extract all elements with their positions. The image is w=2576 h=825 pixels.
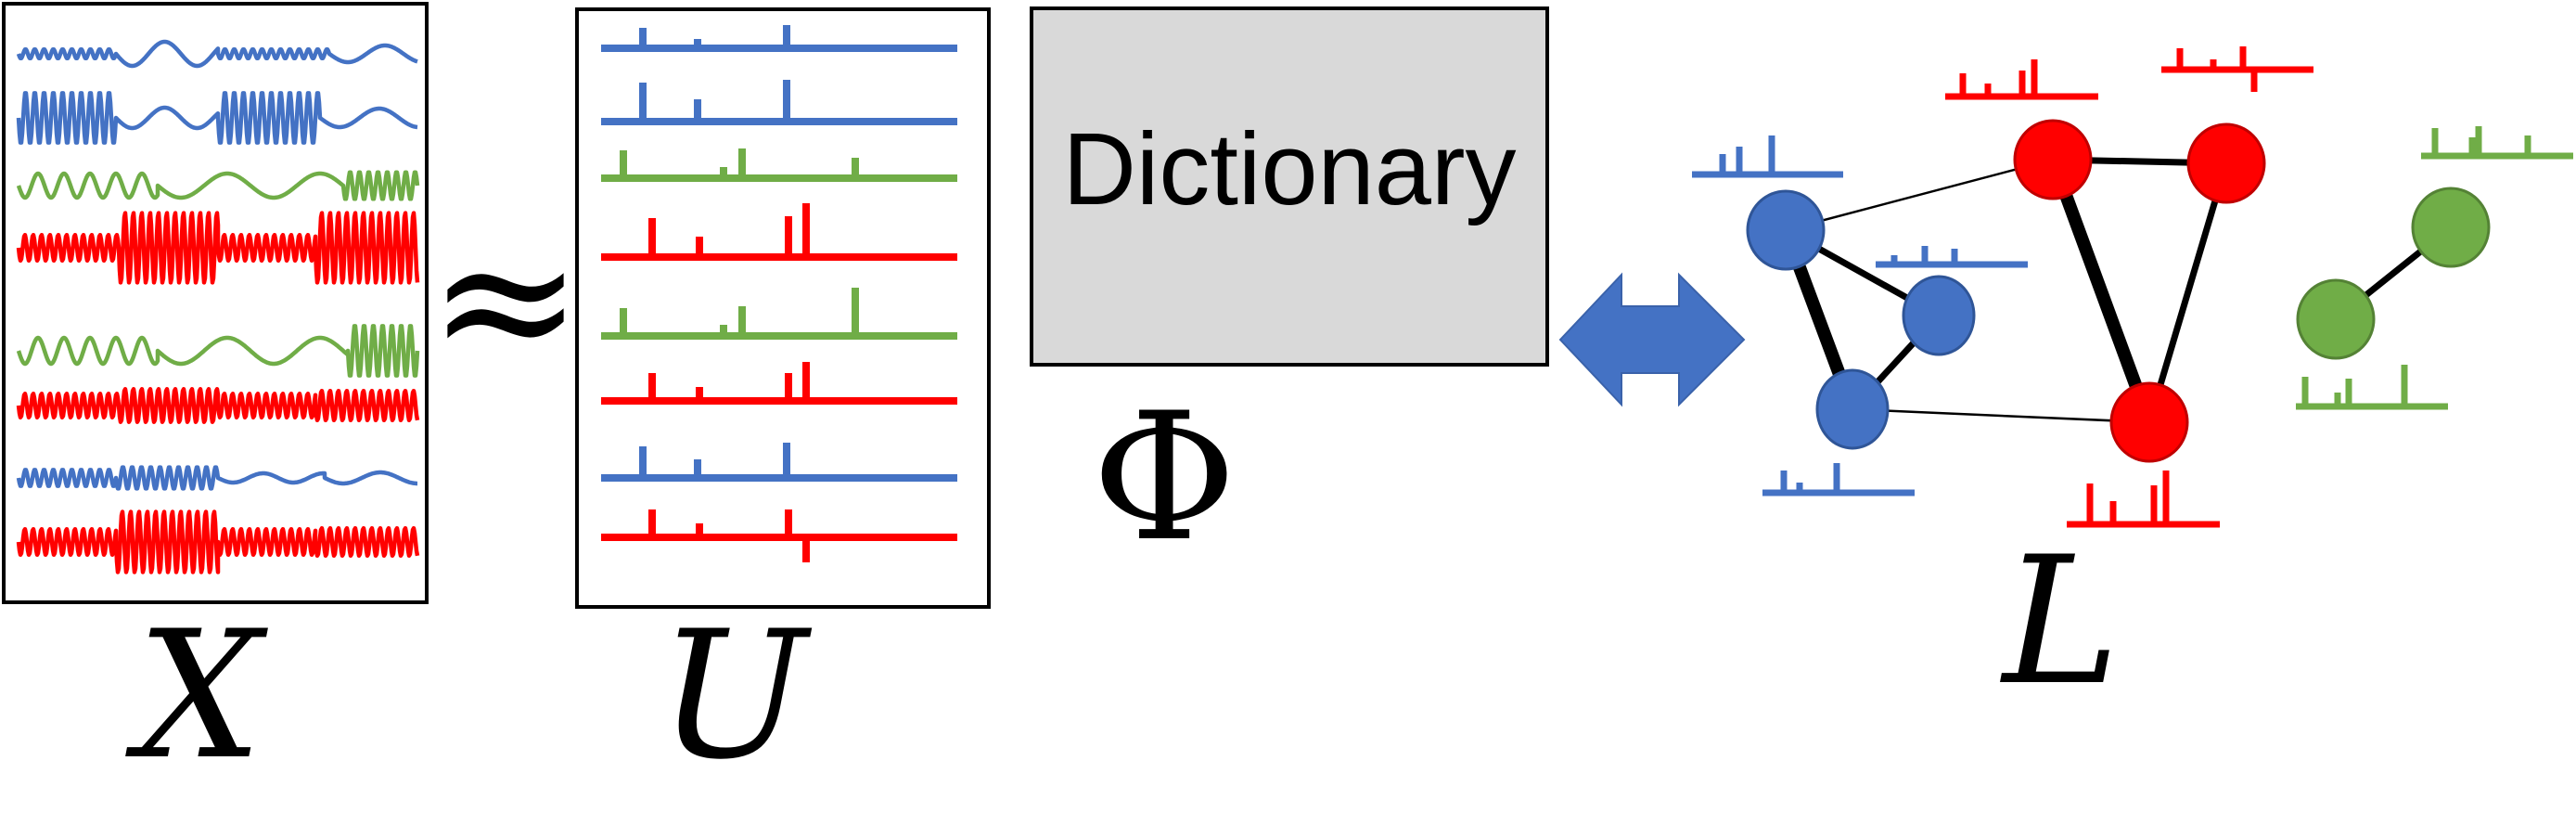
- graph-nodes: [1746, 119, 2491, 463]
- graph-edge: [1784, 158, 2055, 232]
- dictionary-box: [1030, 6, 1549, 367]
- x-matrix-panel: [2, 2, 429, 604]
- graph-node-red: [2013, 119, 2093, 200]
- x-signal-row: [16, 324, 420, 378]
- graph-node-green: [2411, 187, 2491, 268]
- graph-node-blue: [1815, 368, 1890, 450]
- u-matrix-label: U: [659, 593, 813, 798]
- x-signal-row: [16, 387, 420, 424]
- graph-node-blue: [1902, 275, 1976, 356]
- graph-node-green: [2296, 278, 2376, 360]
- x-signal-row: [16, 91, 419, 145]
- graph-node-red: [2186, 122, 2266, 204]
- x-signal-row: [16, 39, 419, 69]
- phi-symbol: Φ: [1092, 375, 1237, 580]
- graph-edge: [2146, 160, 2230, 426]
- graph-node-red: [2109, 381, 2189, 463]
- u-matrix-panel: [575, 7, 991, 609]
- approx-symbol: ≈: [428, 192, 583, 408]
- graph-edge: [1851, 407, 2151, 424]
- dictionary-block: Dictionary: [1030, 6, 1549, 367]
- x-signal-rows: [16, 39, 420, 574]
- graph-edge: [2046, 153, 2156, 429]
- graph-node-blue: [1746, 189, 1826, 271]
- u-spike-rows: [601, 25, 957, 562]
- x-matrix-label: X: [124, 593, 268, 798]
- x-signal-row: [16, 211, 420, 285]
- laplacian-label: L: [2000, 519, 2120, 724]
- x-signal-row: [16, 509, 420, 574]
- x-signal-row: [16, 465, 419, 491]
- double-arrow-icon: [1558, 272, 1746, 407]
- dictionary-label: Dictionary: [1062, 112, 1516, 226]
- x-signal-row: [16, 170, 420, 201]
- graph-node-histograms: [1692, 46, 2573, 528]
